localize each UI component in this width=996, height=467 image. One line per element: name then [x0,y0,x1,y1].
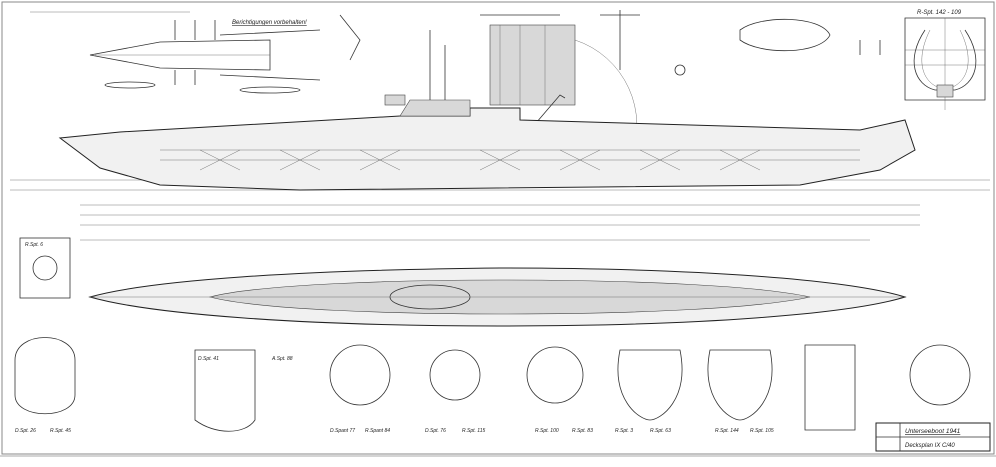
title-block: Unterseeboot 1941 Decksplan IX C/40 [875,422,991,452]
section-label: A.Spt. 88 [271,356,293,362]
section-left-upper [19,237,71,299]
cross-sections [14,337,971,432]
section-label: R.Spt. 105 [750,428,774,434]
section-label: R.Spt. 6 [25,242,43,248]
plan-view [88,267,907,327]
section-label: R.Spt. 63 [650,428,671,434]
title-block-subtitle: Decksplan IX C/40 [905,443,955,449]
section-label: R.Spt. 83 [572,428,593,434]
frame-label-top-right: R-Spt. 142 - 109 [917,10,962,16]
section-label: R.Spt. 3 [615,428,633,434]
section-label: R.Spt. 45 [50,428,71,434]
section-label: R.Spant 84 [365,428,390,434]
title-block-title: Unterseeboot 1941 [905,428,961,435]
section-label: D.Spt. 76 [425,428,446,434]
section-label: R.Spt. 144 [715,428,739,434]
section-label: R.Spt. 115 [462,428,485,434]
note-text: Berichtigungen vorbehalten! [232,20,307,26]
section-labels: R.Spt. 6 D.Spt. 26 R.Spt. 45 D.Spt. 41 A… [15,242,774,434]
section-label: D.Spant 77 [330,428,355,434]
section-label: D.Spt. 41 [198,356,219,362]
torpedo-detail [30,11,321,94]
section-label: R.Spt. 100 [535,428,559,434]
frame-section-top-right [904,17,986,110]
side-profile-view [10,30,990,191]
dimension-lines [80,204,920,241]
section-label: D.Spt. 26 [15,428,36,434]
